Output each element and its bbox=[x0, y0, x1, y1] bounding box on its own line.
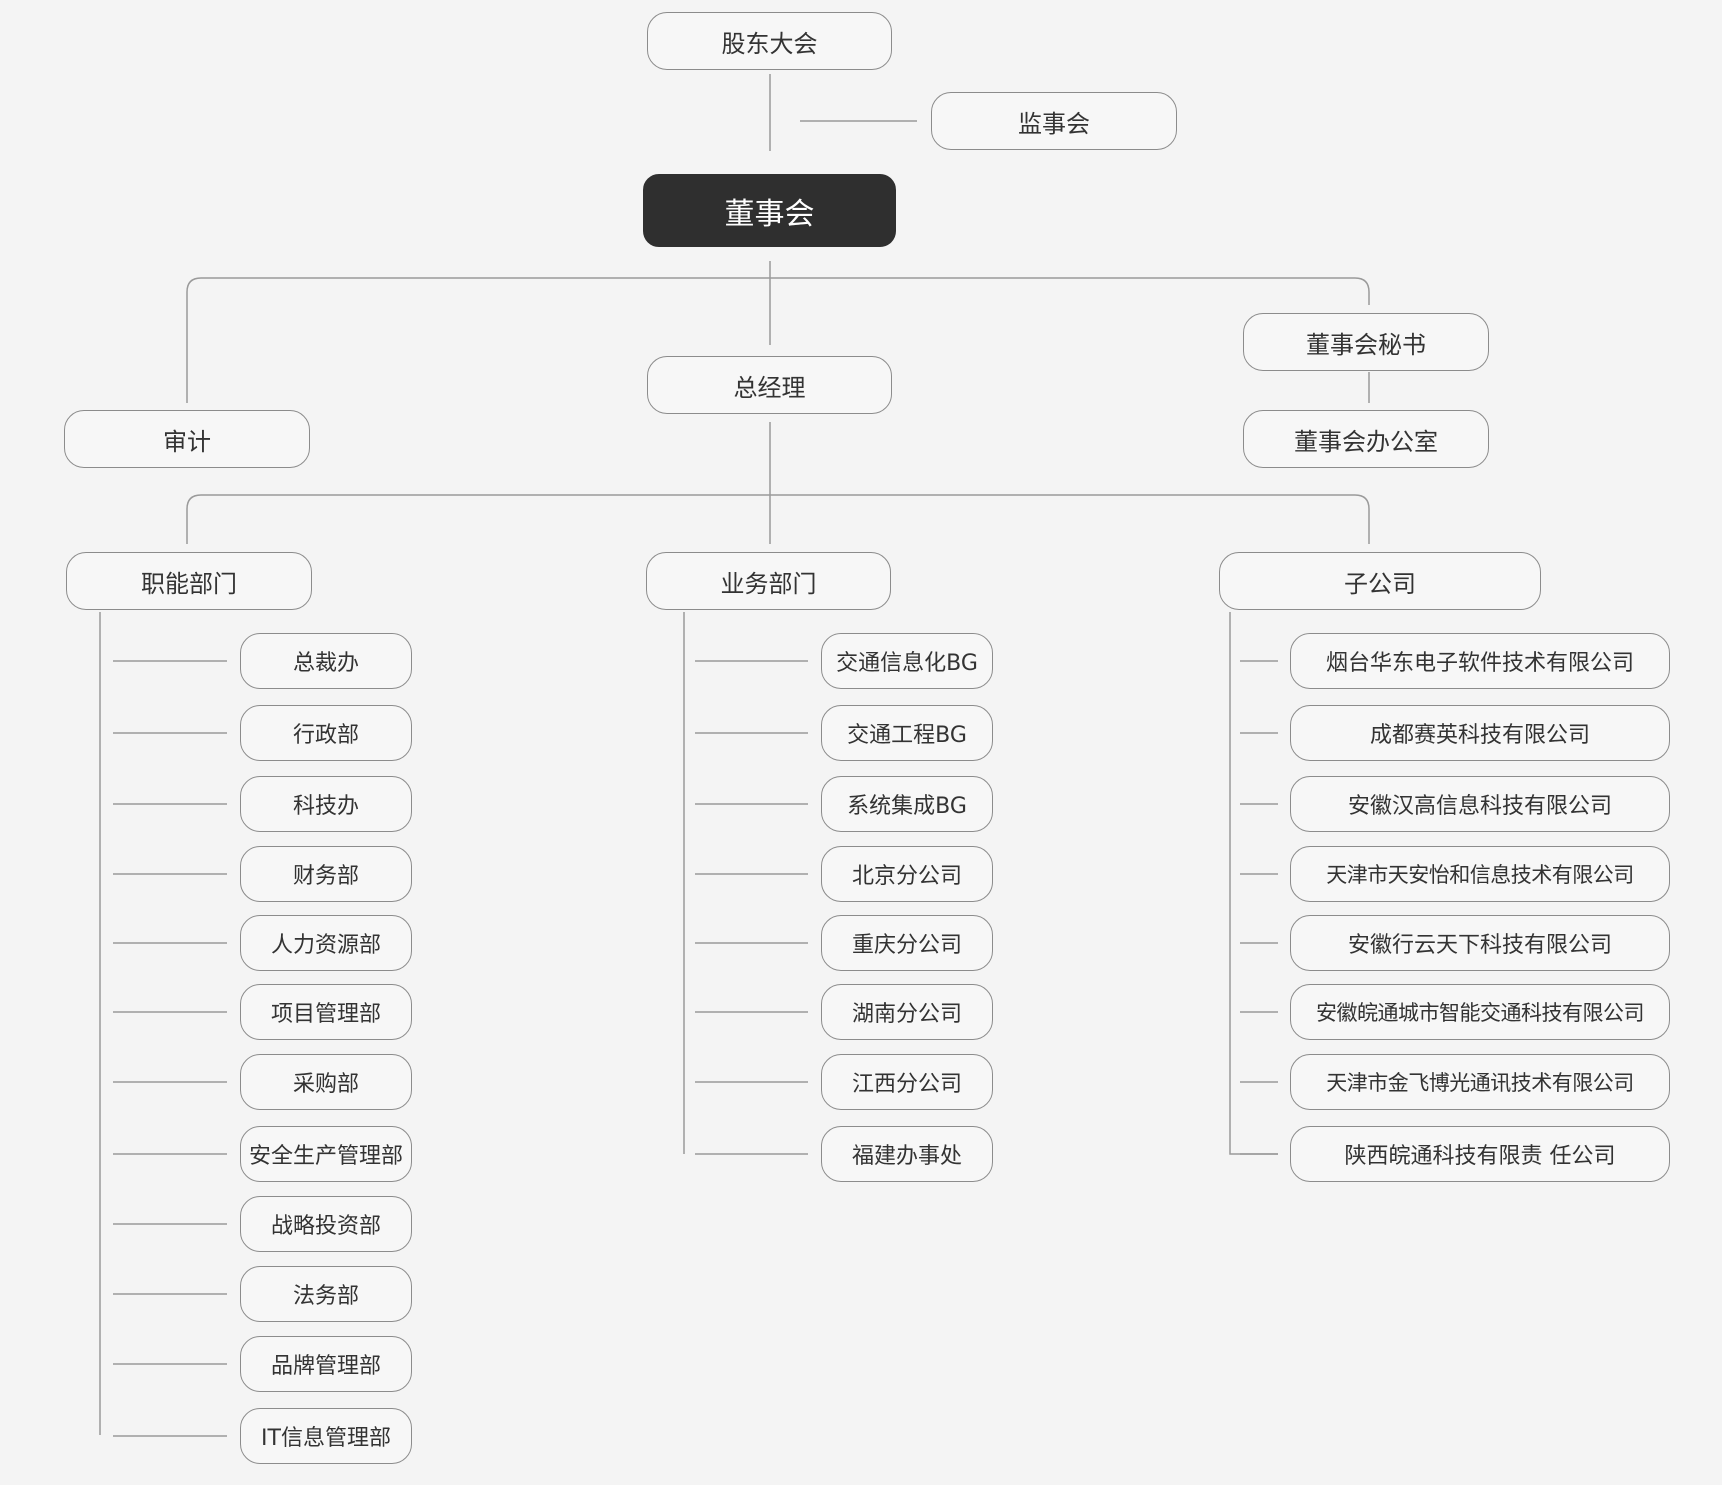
subsidiary-item[interactable]: 天津市金飞博光通讯技术有限公司 bbox=[1290, 1054, 1670, 1110]
functional-dept-item[interactable]: 品牌管理部 bbox=[240, 1336, 412, 1392]
business-dept-item[interactable]: 北京分公司 bbox=[821, 846, 993, 902]
functional-dept-item[interactable]: 战略投资部 bbox=[240, 1196, 412, 1252]
functional-dept-item[interactable]: 总裁办 bbox=[240, 633, 412, 689]
subsidiary-item[interactable]: 安徽行云天下科技有限公司 bbox=[1290, 915, 1670, 971]
functional-dept-item[interactable]: 采购部 bbox=[240, 1054, 412, 1110]
subsidiaries-trunk-line bbox=[1229, 612, 1278, 1155]
business-dept-item[interactable]: 江西分公司 bbox=[821, 1054, 993, 1110]
subsidiary-item[interactable]: 安徽皖通城市智能交通科技有限公司 bbox=[1290, 984, 1670, 1040]
business-dept-item[interactable]: 交通工程BG bbox=[821, 705, 993, 761]
connector-gm-bus bbox=[186, 494, 1370, 544]
general-manager-node[interactable]: 总经理 bbox=[647, 356, 892, 414]
business-dept-item[interactable]: 福建办事处 bbox=[821, 1126, 993, 1182]
supervisors-node[interactable]: 监事会 bbox=[931, 92, 1177, 150]
subsidiary-item[interactable]: 陕西皖通科技有限责 任公司 bbox=[1290, 1126, 1670, 1182]
subsidiary-item[interactable]: 安徽汉高信息科技有限公司 bbox=[1290, 776, 1670, 832]
functional-dept-node[interactable]: 职能部门 bbox=[66, 552, 312, 610]
functional-dept-item[interactable]: 法务部 bbox=[240, 1266, 412, 1322]
functional-dept-item[interactable]: 行政部 bbox=[240, 705, 412, 761]
board-secretary-node[interactable]: 董事会秘书 bbox=[1243, 313, 1489, 371]
subsidiary-item[interactable]: 成都赛英科技有限公司 bbox=[1290, 705, 1670, 761]
shareholders-node[interactable]: 股东大会 bbox=[647, 12, 892, 70]
business-dept-node[interactable]: 业务部门 bbox=[646, 552, 891, 610]
subsidiary-item[interactable]: 天津市天安怡和信息技术有限公司 bbox=[1290, 846, 1670, 902]
subsidiary-item[interactable]: 烟台华东电子软件技术有限公司 bbox=[1290, 633, 1670, 689]
board-office-node[interactable]: 董事会办公室 bbox=[1243, 410, 1489, 468]
audit-node[interactable]: 审计 bbox=[64, 410, 310, 468]
functional-dept-item[interactable]: 科技办 bbox=[240, 776, 412, 832]
business-dept-item[interactable]: 重庆分公司 bbox=[821, 915, 993, 971]
board-node[interactable]: 董事会 bbox=[643, 174, 896, 247]
functional-dept-item[interactable]: 安全生产管理部 bbox=[240, 1126, 412, 1182]
functional-dept-item[interactable]: IT信息管理部 bbox=[240, 1408, 412, 1464]
functional-dept-item[interactable]: 人力资源部 bbox=[240, 915, 412, 971]
business-dept-item[interactable]: 湖南分公司 bbox=[821, 984, 993, 1040]
connector-board-bus bbox=[186, 277, 1370, 403]
business-dept-item[interactable]: 系统集成BG bbox=[821, 776, 993, 832]
business-dept-item[interactable]: 交通信息化BG bbox=[821, 633, 993, 689]
functional-dept-item[interactable]: 项目管理部 bbox=[240, 984, 412, 1040]
subsidiaries-node[interactable]: 子公司 bbox=[1219, 552, 1541, 610]
functional-dept-item[interactable]: 财务部 bbox=[240, 846, 412, 902]
